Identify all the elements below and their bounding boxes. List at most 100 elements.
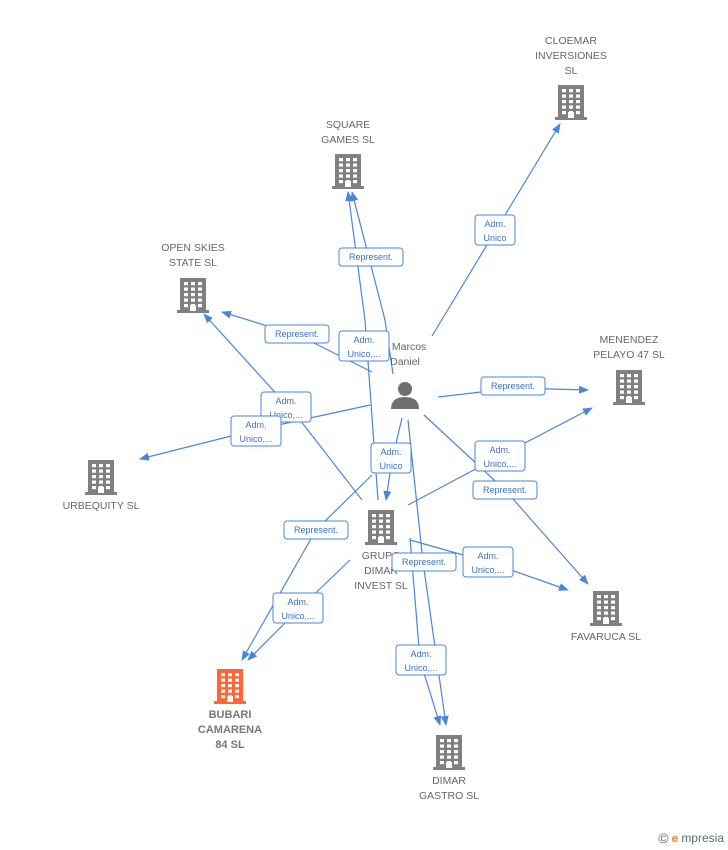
building-icon bbox=[433, 735, 465, 770]
edge-label-text: Represent. bbox=[294, 525, 338, 535]
edge-label-e-bubari-rep[interactable]: Represent. bbox=[283, 520, 349, 540]
building-icon bbox=[214, 669, 246, 704]
edge-label-e-urbequity[interactable]: Adm. Unico,... bbox=[230, 415, 282, 447]
edge-e-bubari-rep bbox=[241, 474, 373, 661]
node-label: STATE SL bbox=[169, 257, 217, 269]
edge-label-text: Unico,... bbox=[281, 611, 314, 621]
edge-label-text: Represent. bbox=[483, 485, 527, 495]
building-icon bbox=[613, 370, 645, 405]
building-icon bbox=[332, 154, 364, 189]
edge-label-text: Unico,... bbox=[483, 459, 516, 469]
edge-label-e-openskies-rep[interactable]: Represent. bbox=[264, 324, 330, 344]
edge-label-text: Represent. bbox=[275, 329, 319, 339]
building-icon bbox=[85, 460, 117, 495]
node-label: INVERSIONES bbox=[535, 50, 607, 62]
edge-label-e-dimar-rep[interactable]: Represent. bbox=[391, 552, 457, 572]
footer-brand: © e mpresia bbox=[658, 830, 724, 846]
node-cloemar[interactable]: CLOEMAR INVERSIONES SL bbox=[535, 35, 607, 120]
edge-e-dimar-rep bbox=[407, 419, 449, 726]
node-label: SL bbox=[565, 65, 578, 77]
edge-label-e-square-adm[interactable]: Adm. Unico,... bbox=[338, 330, 390, 362]
edge-e-square-adm bbox=[345, 191, 379, 501]
edge-label-e-dimar-adm[interactable]: Adm. Unico,... bbox=[395, 644, 447, 676]
node-label: GASTRO SL bbox=[419, 790, 479, 802]
edge-label-e-grupo[interactable]: Adm. Unico bbox=[370, 442, 412, 474]
edge-label-e-cloemar[interactable]: Adm. Unico bbox=[474, 214, 516, 246]
edge-label-box[interactable] bbox=[474, 440, 526, 472]
node-label: CAMARENA bbox=[198, 724, 262, 736]
edge-label-text: Unico,... bbox=[404, 663, 437, 673]
node-bubari[interactable]: BUBARI CAMARENA 84 SL bbox=[198, 669, 262, 751]
edge-label-box[interactable] bbox=[472, 480, 538, 500]
node-label: 84 SL bbox=[215, 739, 245, 751]
node-label: MENENDEZ bbox=[600, 334, 660, 346]
edge-label-text: Adm. bbox=[287, 597, 308, 607]
edge-label-text: Unico,... bbox=[269, 410, 302, 420]
edge-label-text: Unico,... bbox=[347, 349, 380, 359]
edge-label-box[interactable] bbox=[264, 324, 330, 344]
node-favaruca[interactable]: FAVARUCA SL bbox=[571, 591, 641, 643]
edge-label-text: Adm. bbox=[410, 649, 431, 659]
node-label: BUBARI bbox=[209, 709, 252, 721]
edge-label-text: Adm. bbox=[275, 396, 296, 406]
node-label: FAVARUCA SL bbox=[571, 631, 641, 643]
edge-label-box[interactable] bbox=[283, 520, 349, 540]
edge-label-text: Adm. bbox=[380, 447, 401, 457]
edge-label-text: Unico,... bbox=[471, 565, 504, 575]
edge-label-e-menendez-rep[interactable]: Represent. bbox=[480, 376, 546, 396]
edge-label-box[interactable] bbox=[480, 376, 546, 396]
node-menendez[interactable]: MENENDEZ PELAYO 47 SL bbox=[593, 334, 665, 405]
node-dimargastro[interactable]: DIMAR GASTRO SL bbox=[419, 735, 479, 802]
edge-label-e-favaruca-adm[interactable]: Adm. Unico,... bbox=[462, 546, 514, 578]
brand-name: mpresia bbox=[681, 831, 724, 845]
edge-label-box[interactable] bbox=[391, 552, 457, 572]
edge-label-box[interactable] bbox=[272, 592, 324, 624]
edge-label-text: Adm. bbox=[489, 445, 510, 455]
node-label: PELAYO 47 SL bbox=[593, 349, 665, 361]
brand-logo-initial: e bbox=[671, 831, 679, 845]
node-label: DIMAR bbox=[364, 565, 398, 577]
node-label: INVEST SL bbox=[354, 580, 408, 592]
edge-label-e-menendez-adm[interactable]: Adm. Unico,... bbox=[474, 440, 526, 472]
edge-label-text: Represent. bbox=[402, 557, 446, 567]
edge-label-box[interactable] bbox=[260, 391, 312, 423]
node-label: Daniel bbox=[390, 356, 420, 368]
node-label: DIMAR bbox=[432, 775, 466, 787]
edge-label-e-openskies-adm[interactable]: Adm. Unico,... bbox=[260, 391, 312, 423]
edge-label-e-bubari-adm[interactable]: Adm. Unico,... bbox=[272, 592, 324, 624]
edge-label-text: Unico bbox=[379, 461, 402, 471]
person-icon bbox=[391, 382, 419, 409]
edge-label-box[interactable] bbox=[370, 442, 412, 474]
edge-label-box[interactable] bbox=[474, 214, 516, 246]
edge-label-text: Adm. bbox=[353, 335, 374, 345]
edge-label-text: Adm. bbox=[477, 551, 498, 561]
edge-label-box[interactable] bbox=[462, 546, 514, 578]
edge-label-text: Unico bbox=[483, 233, 506, 243]
edge-label-text: Adm. bbox=[245, 420, 266, 430]
edge-label-box[interactable] bbox=[338, 330, 390, 362]
edge-label-box[interactable] bbox=[338, 247, 404, 267]
edge-label-box[interactable] bbox=[230, 415, 282, 447]
edge-label-box[interactable] bbox=[395, 644, 447, 676]
edge-label-text: Adm. bbox=[484, 219, 505, 229]
node-urbequity[interactable]: URBEQUITY SL bbox=[63, 460, 140, 512]
edge-e-square-rep bbox=[350, 191, 394, 375]
building-icon bbox=[555, 85, 587, 120]
edge-label-text: Represent. bbox=[349, 252, 393, 262]
node-label: GRUPO bbox=[362, 550, 401, 562]
building-icon bbox=[177, 278, 209, 313]
node-label: CLOEMAR bbox=[545, 35, 597, 47]
copyright-symbol: © bbox=[658, 830, 669, 846]
node-label: z Marcos bbox=[384, 341, 427, 353]
edge-label-e-favaruca-rep[interactable]: Represent. bbox=[472, 480, 538, 500]
edge-label-text: Unico,... bbox=[239, 434, 272, 444]
building-icon bbox=[365, 510, 397, 545]
node-label: SQUARE bbox=[326, 119, 370, 131]
edge-label-e-square-rep[interactable]: Represent. bbox=[338, 247, 404, 267]
node-label: URBEQUITY SL bbox=[63, 500, 140, 512]
node-grupo[interactable]: GRUPO DIMAR INVEST SL bbox=[354, 510, 408, 592]
